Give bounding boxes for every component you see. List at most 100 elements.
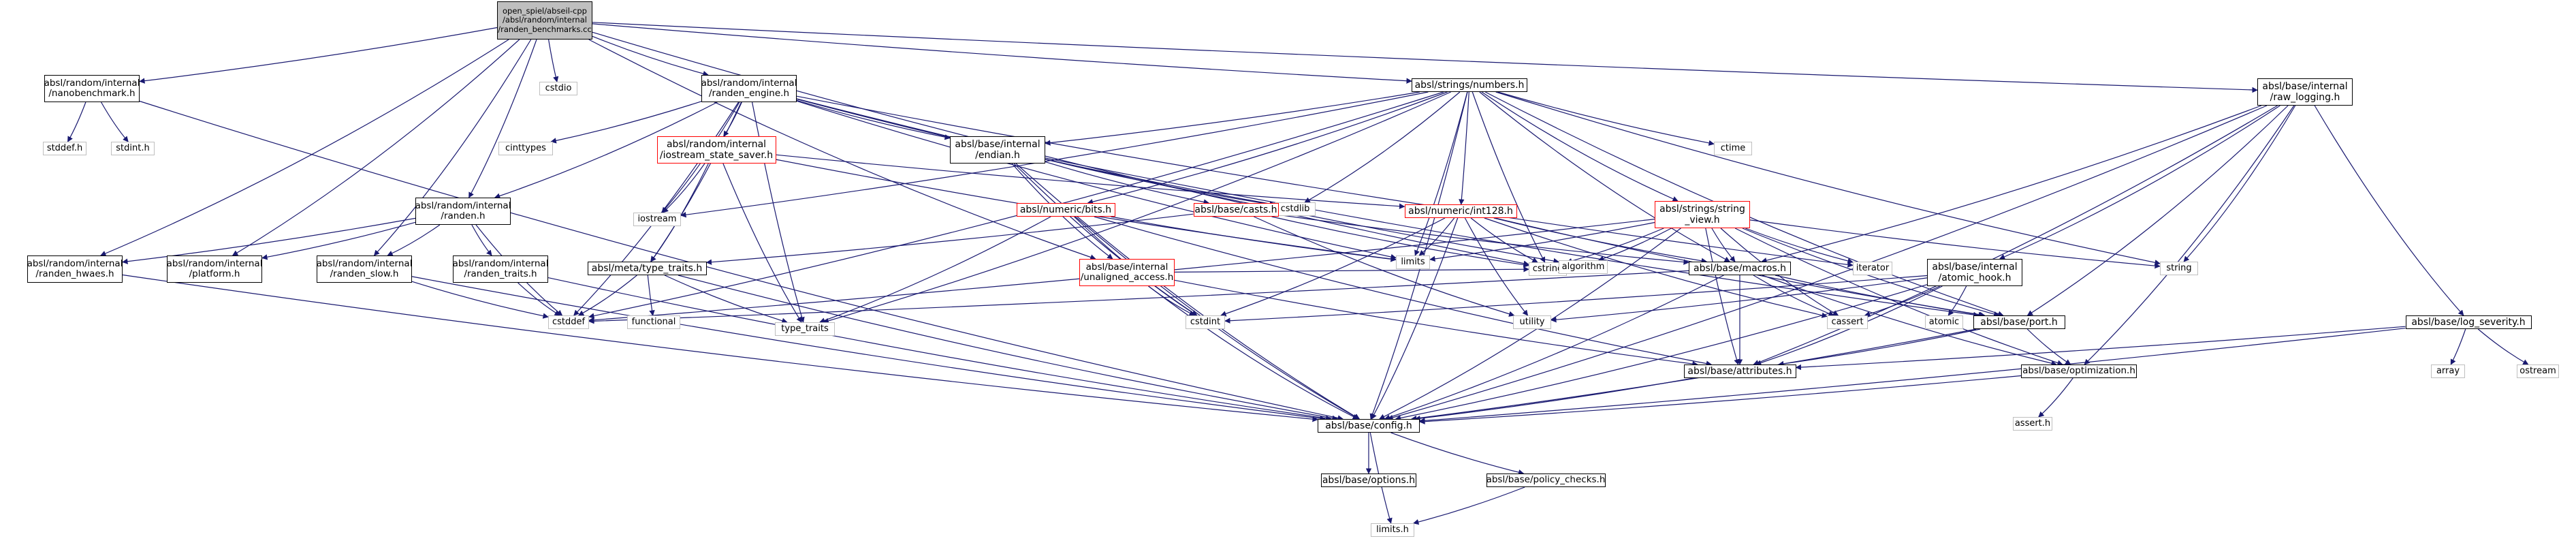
edge-bits-to-attributes [1094, 216, 1713, 367]
node-traits[interactable]: absl/random/internal /randen_traits.h [453, 255, 548, 283]
node-sview[interactable]: absl/strings/string _view.h [1655, 201, 1750, 228]
node-typetraits[interactable]: absl/meta/type_traits.h [587, 262, 707, 275]
node-asserth[interactable]: assert.h [2013, 417, 2052, 431]
node-utility[interactable]: utility [1513, 315, 1551, 329]
edge-randen-to-platform [261, 221, 416, 260]
edge-port-to-optimization [2026, 328, 2071, 365]
edge-rawlog-to-logsev [2314, 105, 2464, 316]
node-logsev[interactable]: absl/base/log_severity.h [2405, 315, 2532, 329]
edge-casts-to-utility [1254, 216, 1515, 317]
edge-atomichook-to-utility [1551, 277, 1928, 323]
node-randen[interactable]: absl/random/internal /randen.h [415, 198, 511, 225]
edge-int128-to-cstdint [1220, 217, 1446, 317]
node-policy[interactable]: absl/base/policy_checks.h [1486, 474, 1606, 487]
node-engine[interactable]: absl/random/internal /randen_engine.h [701, 75, 797, 102]
node-nano[interactable]: absl/random/internal /nanobenchmark.h [44, 75, 140, 102]
edge-rawlog-to-port [2026, 105, 2289, 316]
edge-numbers-to-bits [1087, 91, 1448, 205]
edge-numbers-to-string [1495, 91, 2161, 266]
edge-root-to-randen [468, 39, 537, 198]
edge-rawlog-to-atomichook [1999, 105, 2280, 260]
edge-atomichook-to-cstdint [1224, 275, 1928, 324]
node-iterator[interactable]: iterator [1853, 262, 1892, 275]
node-bits[interactable]: absl/numeric/bits.h [1016, 203, 1115, 217]
node-stdint[interactable]: stdint.h [111, 142, 155, 155]
node-limits[interactable]: limits [1396, 255, 1430, 269]
node-port[interactable]: absl/base/port.h [1973, 315, 2065, 329]
node-optimization[interactable]: absl/base/optimization.h [2021, 364, 2137, 378]
edge-root-to-hwaes [100, 39, 509, 256]
edge-rawlog-to-attributes [1753, 105, 2278, 366]
node-atomichook[interactable]: absl/base/internal /atomic_hook.h [1927, 259, 2022, 286]
edge-nano-to-stddef [67, 102, 86, 142]
edge-hwaes-to-config [122, 274, 1318, 422]
edge-int128-to-limits [1418, 217, 1455, 256]
node-platform[interactable]: absl/random/internal /platform.h [167, 255, 262, 283]
edge-logsev-to-ostream [2477, 328, 2529, 365]
edge-atomichook-to-atomic [1947, 285, 1967, 316]
edge-sview-to-iterator [1745, 228, 1854, 264]
node-config[interactable]: absl/base/config.h [1318, 419, 1420, 433]
edge-macros-to-cassert [1753, 275, 1834, 317]
edge-macros-to-cstddef [588, 270, 1689, 324]
edge-engine-to-limits [796, 100, 1397, 260]
node-atomic[interactable]: atomic [1925, 315, 1963, 329]
edge-int128-to-utility [1464, 217, 1529, 316]
node-cstddef[interactable]: cstddef [548, 315, 589, 329]
node-array[interactable]: array [2431, 364, 2465, 378]
node-stddef[interactable]: stddef.h [43, 142, 86, 155]
node-iss[interactable]: absl/random/internal /iostream_state_sav… [656, 136, 776, 164]
edge-numbers-to-type_traits [823, 91, 1451, 324]
node-macros[interactable]: absl/base/macros.h [1689, 262, 1791, 275]
node-int128[interactable]: absl/numeric/int128.h [1404, 204, 1517, 218]
edge-casts-to-cstring [1271, 216, 1529, 268]
node-limitsh[interactable]: limits.h [1371, 523, 1414, 537]
edge-iss-to-int128 [776, 154, 1405, 209]
edge-engine-to-type_traits [752, 102, 805, 323]
edge-numbers-to-cstring [1472, 91, 1546, 263]
node-iostream[interactable]: iostream [633, 213, 681, 226]
node-cstdint[interactable]: cstdint [1186, 315, 1225, 329]
edge-int128-to-cstring [1470, 217, 1538, 263]
edge-typetraits-to-config [678, 275, 1338, 421]
edge-int128-to-config [1371, 217, 1459, 420]
node-cinttypes[interactable]: cinttypes [498, 142, 553, 155]
node-unaligned[interactable]: absl/base/internal /unaligned_access.h [1079, 259, 1175, 286]
edge-unaligned-to-cstring [1174, 266, 1529, 273]
node-rawlog[interactable]: absl/base/internal /raw_logging.h [2257, 78, 2353, 106]
edge-macros-to-port [1775, 275, 1984, 317]
node-casts[interactable]: absl/base/casts.h [1193, 203, 1279, 217]
node-cstdlib[interactable]: cstdlib [1275, 202, 1316, 216]
edge-traits-to-cstddef [518, 282, 560, 316]
node-type_traits[interactable]: type_traits [775, 322, 835, 336]
edge-rawlog-to-macros [1761, 105, 2262, 264]
node-ostream[interactable]: ostream [2517, 364, 2559, 378]
node-string[interactable]: string [2160, 262, 2198, 275]
node-endian[interactable]: absl/base/internal /endian.h [950, 136, 1045, 164]
node-cstring[interactable]: cstring [1529, 262, 1567, 276]
node-functional[interactable]: functional [627, 315, 680, 329]
node-numbers[interactable]: absl/strings/numbers.h [1412, 78, 1527, 92]
edge-numbers-to-endian [1045, 91, 1420, 146]
edge-engine-to-iterator [796, 95, 1854, 268]
edge-nano-to-stdint [101, 102, 129, 142]
node-ctime[interactable]: ctime [1714, 142, 1752, 155]
edge-randen-to-traits [471, 224, 492, 256]
node-root: open_spiel/abseil-cpp /absl/random/inter… [497, 1, 592, 40]
node-slow[interactable]: absl/random/internal /randen_slow.h [317, 255, 412, 283]
edge-randen-to-hwaes [122, 217, 416, 264]
edge-iss-to-iostream [662, 163, 705, 213]
node-algorithm[interactable]: algorithm [1559, 260, 1608, 274]
node-cstdio[interactable]: cstdio [539, 82, 577, 95]
node-hwaes[interactable]: absl/random/internal /randen_hwaes.h [27, 255, 123, 283]
edge-endian-to-casts [1045, 161, 1210, 205]
edge-iss-to-type_traits [722, 163, 802, 323]
edge-unaligned-to-attributes [1174, 279, 1698, 367]
edge-engine-to-cinttypes [550, 101, 702, 144]
node-attributes[interactable]: absl/base/attributes.h [1683, 364, 1796, 378]
edge-atomichook-to-cassert [1864, 285, 1941, 317]
node-cassert[interactable]: cassert [1827, 315, 1868, 329]
edge-root-to-engine [592, 35, 709, 77]
node-options[interactable]: absl/base/options.h [1321, 474, 1416, 487]
